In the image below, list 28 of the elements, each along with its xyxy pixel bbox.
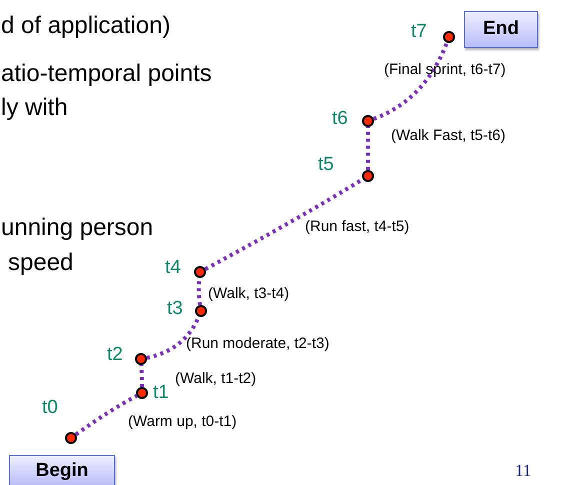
dotted-path-line xyxy=(139,364,144,387)
time-label: t7 xyxy=(411,22,427,41)
dotted-path-line xyxy=(204,177,364,271)
page-number: 11 xyxy=(515,462,532,479)
edge-label: (Warm up, t0-t1) xyxy=(128,414,237,429)
edge-label: (Run fast, t4-t5) xyxy=(305,219,410,234)
time-label: t5 xyxy=(318,155,334,174)
time-label: t1 xyxy=(153,383,169,402)
slide-text: unning person xyxy=(1,216,154,240)
edge-label: (Walk Fast, t5-t6) xyxy=(391,128,506,143)
time-label: t6 xyxy=(332,109,348,128)
time-label: t0 xyxy=(42,398,58,417)
edge-label: (Walk, t3-t4) xyxy=(208,286,290,301)
dotted-path-line xyxy=(366,127,370,170)
dotted-path-line xyxy=(372,42,449,121)
time-label: t3 xyxy=(167,299,183,318)
dotted-path-line xyxy=(74,394,138,436)
label-box: End xyxy=(464,11,538,48)
slide-text: d of application) xyxy=(1,14,170,38)
slide-text: atio-temporal points xyxy=(1,62,212,86)
edge-label: (Walk, t1-t2) xyxy=(175,371,256,386)
edge-label: (Run moderate, t2-t3) xyxy=(186,336,330,351)
edge-label: (Final sprint, t6-t7) xyxy=(384,62,506,77)
slide-text: ly with xyxy=(1,96,68,120)
time-label: t2 xyxy=(107,345,123,364)
time-label: t4 xyxy=(165,258,181,277)
slide-text: speed xyxy=(8,251,74,275)
label-box: Begin xyxy=(9,455,115,485)
